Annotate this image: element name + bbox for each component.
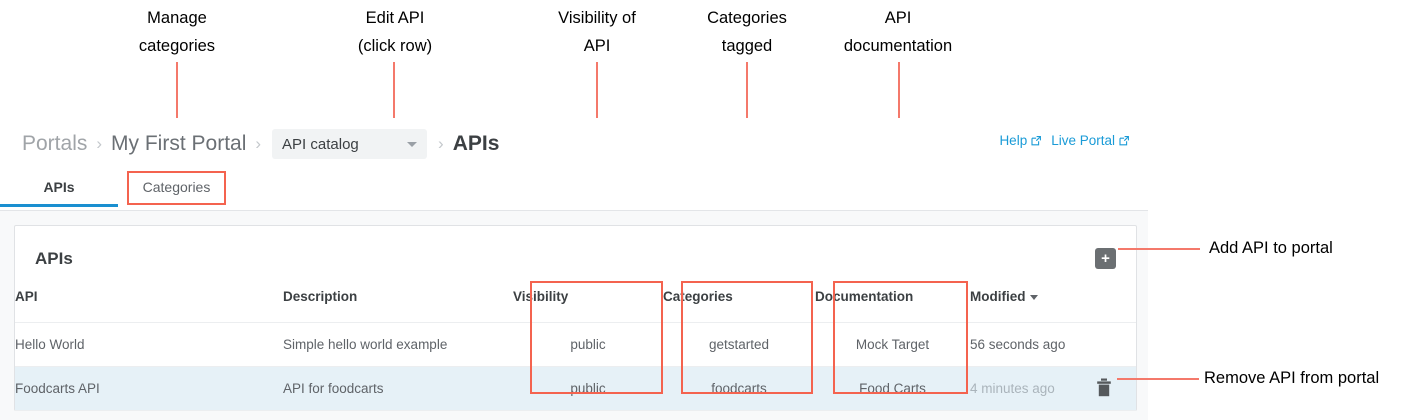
breadcrumb-item-my-first-portal[interactable]: My First Portal xyxy=(111,132,247,155)
column-header-modified-label: Modified xyxy=(970,289,1026,304)
cell-api: Hello World xyxy=(15,322,283,367)
table-row[interactable]: Hello World Simple hello world example p… xyxy=(15,322,1136,367)
annotation-edit-api: Edit API (click row) xyxy=(357,9,433,55)
tab-categories[interactable]: Categories xyxy=(142,179,211,195)
annotation-categories-tagged: Categories tagged xyxy=(707,9,787,55)
column-header-description[interactable]: Description xyxy=(283,284,513,323)
help-link[interactable]: Help xyxy=(999,133,1042,148)
cell-modified: 4 minutes ago xyxy=(970,366,1136,411)
cell-description: Simple hello world example xyxy=(283,322,513,367)
cell-categories: foodcarts xyxy=(663,366,815,411)
annotation-manage-categories: Manage categories xyxy=(138,9,216,55)
caret-down-icon xyxy=(1029,294,1038,300)
cell-modified-label: 4 minutes ago xyxy=(970,381,1055,396)
breadcrumb-item-apis: APIs xyxy=(452,132,500,155)
breadcrumb-separator-icon: › xyxy=(438,134,444,153)
plus-icon: + xyxy=(1101,250,1110,267)
api-catalog-select-value: API catalog xyxy=(282,135,359,153)
content-area: APIs + API Description Visibility Catego… xyxy=(0,210,1148,420)
cell-modified: 56 seconds ago xyxy=(970,322,1136,367)
cell-api: Foodcarts API xyxy=(15,366,283,411)
column-header-categories[interactable]: Categories xyxy=(663,284,815,323)
cell-visibility: public xyxy=(513,366,663,411)
app-area: Portals › My First Portal › API catalog … xyxy=(0,118,1148,420)
help-link-label: Help xyxy=(999,133,1028,148)
annotation-leader-remove-api xyxy=(1117,378,1199,380)
add-api-button[interactable]: + xyxy=(1095,248,1116,269)
annotation-add-api-to-portal: Add API to portal xyxy=(1209,239,1333,257)
annotation-leader-add-api xyxy=(1118,248,1200,250)
annotation-remove-api-from-portal: Remove API from portal xyxy=(1204,369,1380,387)
apis-table: API Description Visibility Categories Do… xyxy=(15,284,1136,411)
tab-bar: APIs Categories xyxy=(0,174,1148,210)
external-link-icon xyxy=(1118,135,1130,147)
column-header-api[interactable]: API xyxy=(15,284,283,323)
external-link-icon xyxy=(1030,135,1042,147)
annotation-leader-manage-categories xyxy=(176,62,178,172)
tab-apis[interactable]: APIs xyxy=(0,174,118,207)
table-row[interactable]: Foodcarts API API for foodcarts public f… xyxy=(15,366,1136,411)
column-header-documentation[interactable]: Documentation xyxy=(815,284,970,323)
breadcrumb-separator-icon: › xyxy=(255,134,262,153)
top-links: Help Live Portal xyxy=(999,133,1130,148)
table-header-row: API Description Visibility Categories Do… xyxy=(15,284,1136,323)
live-portal-link-label: Live Portal xyxy=(1051,133,1115,148)
trash-icon[interactable] xyxy=(1095,378,1113,398)
column-header-visibility[interactable]: Visibility xyxy=(513,284,663,323)
breadcrumb: Portals › My First Portal › API catalog … xyxy=(22,127,499,161)
cell-documentation: Mock Target xyxy=(815,322,970,367)
cell-visibility: public xyxy=(513,322,663,367)
cell-documentation: Food Carts xyxy=(815,366,970,411)
breadcrumb-item-portals[interactable]: Portals xyxy=(22,132,88,155)
annotation-api-documentation: API documentation xyxy=(843,9,953,55)
apis-card: APIs + API Description Visibility Catego… xyxy=(14,225,1137,411)
annotation-visibility-of-api: Visibility of API xyxy=(558,9,636,55)
breadcrumb-separator-icon: › xyxy=(96,134,103,153)
chevron-down-icon xyxy=(407,141,418,147)
card-title: APIs xyxy=(35,249,73,268)
cell-categories: getstarted xyxy=(663,322,815,367)
live-portal-link[interactable]: Live Portal xyxy=(1051,133,1130,148)
cell-description: API for foodcarts xyxy=(283,366,513,411)
column-header-modified[interactable]: Modified xyxy=(970,284,1136,323)
api-catalog-select[interactable]: API catalog xyxy=(272,129,428,159)
